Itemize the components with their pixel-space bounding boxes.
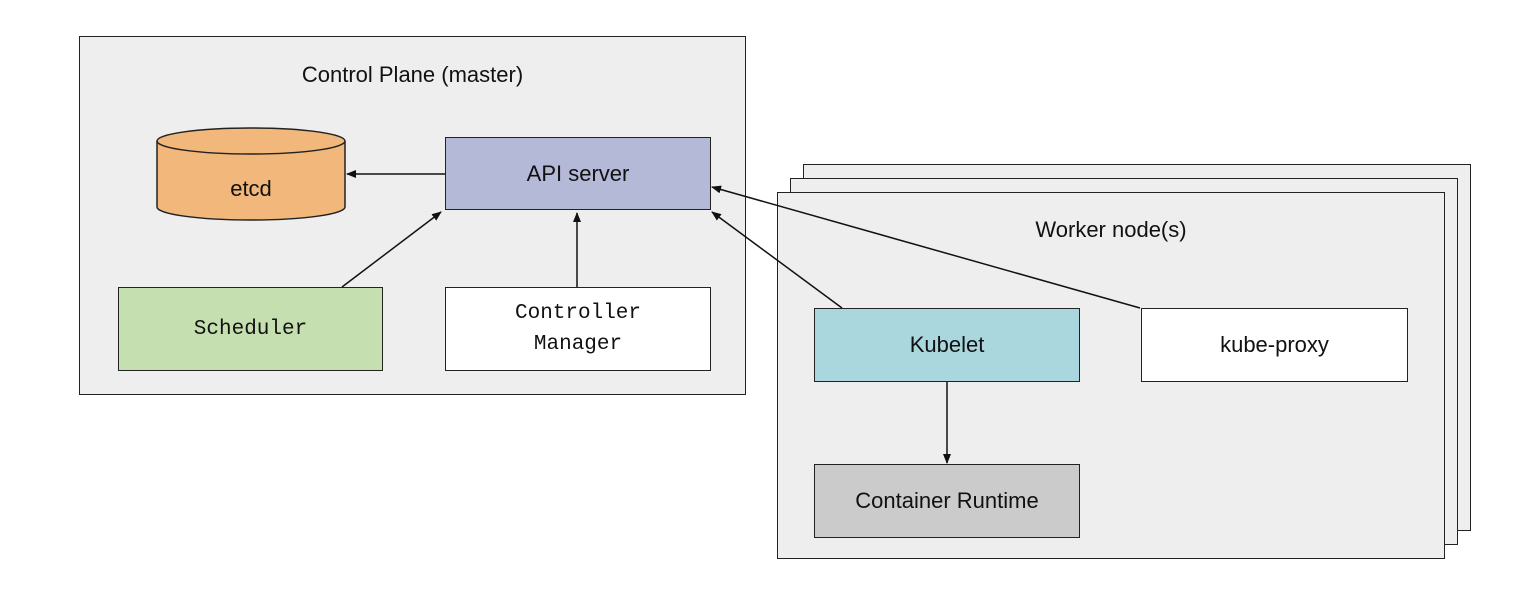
api-server-box: API server [445, 137, 711, 210]
control-plane-title: Control Plane (master) [301, 62, 524, 87]
etcd-database-icon [156, 127, 346, 221]
controller-manager-box: Controller Manager [445, 287, 711, 371]
arrow-kubelet-to-api [711, 211, 843, 309]
worker-node-title: Worker node(s) [1035, 217, 1187, 242]
scheduler-box: Scheduler [118, 287, 383, 371]
arrow-scheduler-to-api [341, 211, 442, 288]
etcd-label: etcd [230, 176, 272, 201]
kube-proxy-box: kube-proxy [1141, 308, 1408, 382]
arrow-kubeproxy-to-api [711, 185, 1141, 309]
kubelet-box: Kubelet [814, 308, 1080, 382]
container-runtime-box: Container Runtime [814, 464, 1080, 538]
